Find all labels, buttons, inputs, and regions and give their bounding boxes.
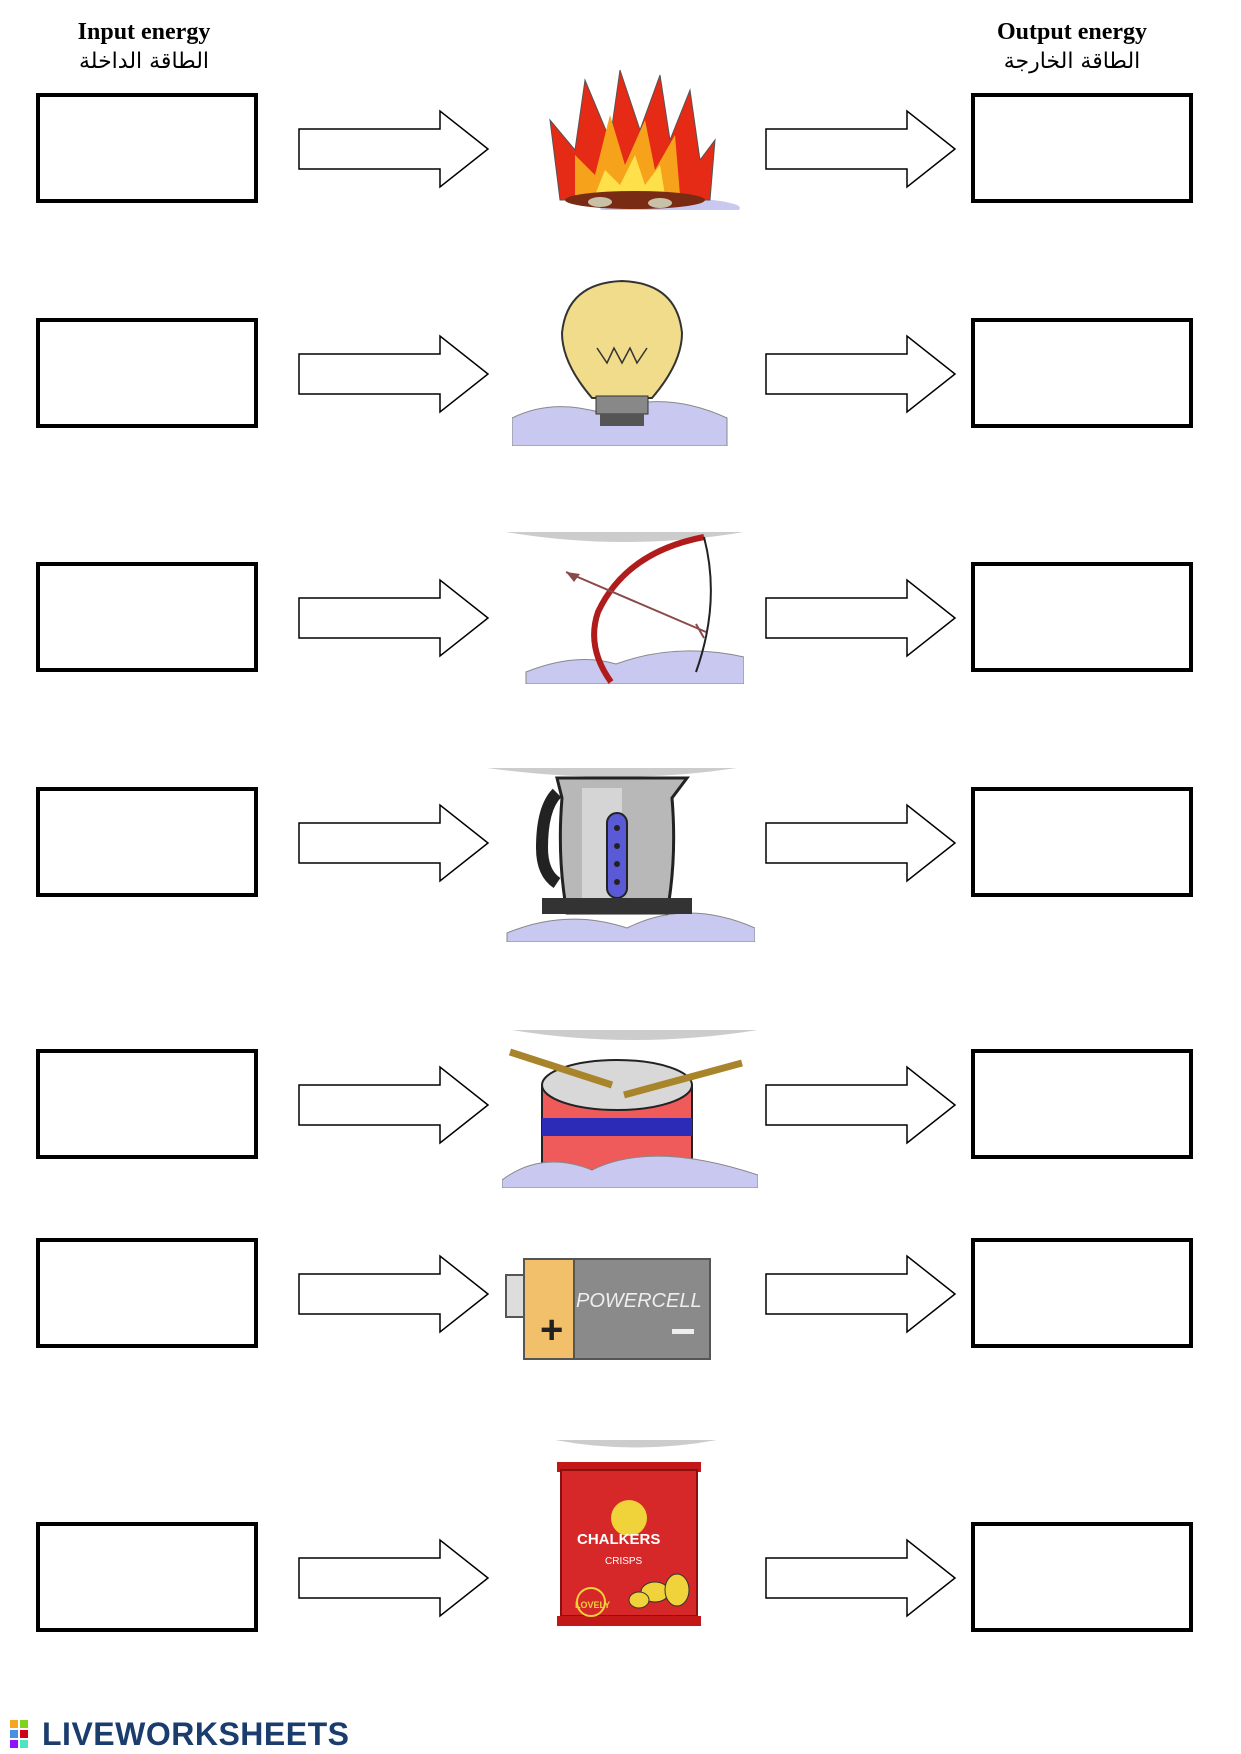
arrow-icon xyxy=(298,578,490,658)
arrow-icon xyxy=(298,1254,490,1334)
crisps-brand-label: CHALKERS xyxy=(577,1531,660,1548)
crisps-sub-label: CRISPS xyxy=(605,1556,643,1567)
liveworksheets-logo-text: LIVEWORKSHEETS xyxy=(42,1716,350,1752)
input-energy-field[interactable] xyxy=(40,322,254,424)
electric-kettle-icon xyxy=(487,768,755,942)
input-energy-field[interactable] xyxy=(40,97,254,199)
input-energy-box[interactable] xyxy=(36,787,258,897)
output-energy-box[interactable] xyxy=(971,1238,1193,1348)
input-energy-box[interactable] xyxy=(36,1522,258,1632)
arrow-icon xyxy=(765,1254,957,1334)
crisps-packet-icon: CHALKERS CRISPS LOVELY xyxy=(555,1440,717,1626)
output-energy-header: Output energy الطاقة الخارجة xyxy=(962,18,1182,78)
arrow-icon xyxy=(765,803,957,883)
input-energy-label: Input energy xyxy=(77,19,211,45)
arrow-icon xyxy=(765,1538,957,1618)
input-energy-field[interactable] xyxy=(40,791,254,893)
liveworksheets-logo-icon xyxy=(10,1720,28,1748)
input-energy-label-arabic: الطاقة الداخلة xyxy=(78,49,210,74)
output-energy-label-arabic: الطاقة الخارجة xyxy=(1003,49,1141,74)
output-energy-field[interactable] xyxy=(975,1242,1189,1344)
arrow-icon xyxy=(298,109,490,189)
output-energy-field[interactable] xyxy=(975,1053,1189,1155)
output-energy-field[interactable] xyxy=(975,97,1189,199)
campfire-icon xyxy=(549,69,740,210)
output-energy-box[interactable] xyxy=(971,318,1193,428)
input-energy-box[interactable] xyxy=(36,562,258,672)
output-energy-field[interactable] xyxy=(975,322,1189,424)
svg-text:+: + xyxy=(540,1308,563,1352)
output-energy-box[interactable] xyxy=(971,787,1193,897)
arrow-icon xyxy=(765,578,957,658)
input-energy-box[interactable] xyxy=(36,318,258,428)
arrow-icon xyxy=(298,1065,490,1145)
output-energy-box[interactable] xyxy=(971,93,1193,203)
battery-icon: + POWERCELL xyxy=(505,1258,711,1360)
output-energy-label: Output energy xyxy=(997,19,1147,45)
arrow-icon xyxy=(298,803,490,883)
input-energy-box[interactable] xyxy=(36,1049,258,1159)
output-energy-field[interactable] xyxy=(975,566,1189,668)
arrow-icon xyxy=(765,334,957,414)
arrow-icon xyxy=(298,1538,490,1618)
bow-and-arrow-icon xyxy=(506,532,744,684)
input-energy-header: Input energy الطاقة الداخلة xyxy=(34,18,254,78)
output-energy-box[interactable] xyxy=(971,1522,1193,1632)
arrow-icon xyxy=(765,1065,957,1145)
input-energy-field[interactable] xyxy=(40,1526,254,1628)
output-energy-field[interactable] xyxy=(975,1526,1189,1628)
arrow-icon xyxy=(298,334,490,414)
output-energy-box[interactable] xyxy=(971,562,1193,672)
arrow-icon xyxy=(765,109,957,189)
drum-icon xyxy=(502,1030,758,1188)
input-energy-field[interactable] xyxy=(40,1053,254,1155)
output-energy-box[interactable] xyxy=(971,1049,1193,1159)
input-energy-field[interactable] xyxy=(40,1242,254,1344)
output-energy-field[interactable] xyxy=(975,791,1189,893)
liveworksheets-logo[interactable]: LIVEWORKSHEETS xyxy=(10,1718,349,1750)
input-energy-field[interactable] xyxy=(40,566,254,668)
light-bulb-icon xyxy=(512,279,728,446)
crisps-tag-label: LOVELY xyxy=(575,1600,610,1610)
input-energy-box[interactable] xyxy=(36,93,258,203)
battery-label: POWERCELL xyxy=(576,1290,702,1312)
input-energy-box[interactable] xyxy=(36,1238,258,1348)
